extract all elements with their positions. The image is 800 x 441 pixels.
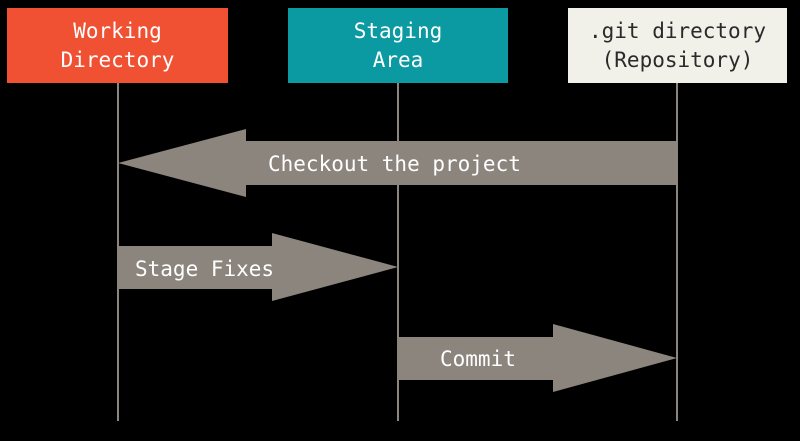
repository-label-line1: .git directory	[588, 18, 766, 43]
commit-label: Commit	[440, 347, 516, 371]
repository-box: .git directory (Repository)	[568, 8, 787, 83]
staging-area-label-line2: Area	[372, 47, 424, 72]
checkout-arrow	[118, 129, 677, 197]
staging-area-label-line1: Staging	[353, 18, 443, 43]
stage-fixes-arrow	[118, 233, 398, 301]
stage-fixes-label: Stage Fixes	[135, 257, 275, 281]
commit-arrow	[398, 324, 677, 392]
checkout-label: Checkout the project	[268, 152, 521, 176]
working-directory-box: Working Directory	[7, 8, 228, 83]
staging-area-box: Staging Area	[288, 8, 508, 83]
repository-label-line2: (Repository)	[601, 47, 754, 72]
working-directory-label-line1: Working	[73, 18, 162, 43]
working-directory-label-line2: Directory	[60, 47, 175, 72]
